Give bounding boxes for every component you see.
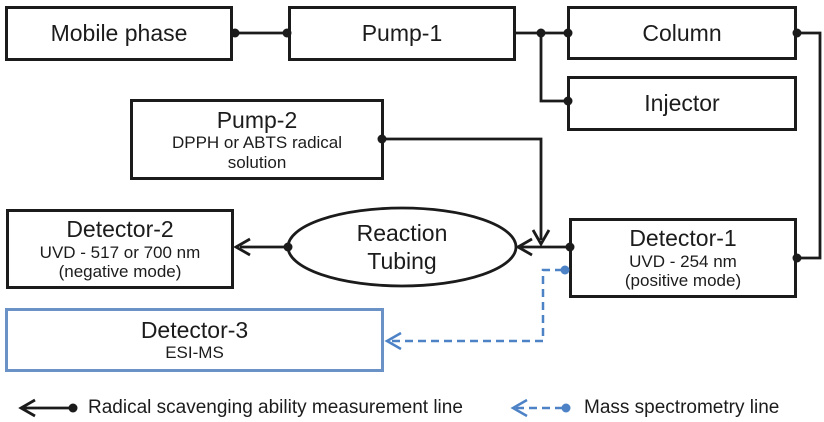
pump-2-title: Pump-2	[216, 106, 298, 133]
dot-ellipse-left	[283, 242, 293, 252]
reaction-tubing-label: Reaction Tubing	[302, 209, 502, 286]
mobile-phase-title: Mobile phase	[50, 20, 188, 47]
arrow-down-into-mixer	[531, 229, 551, 247]
legend-radical-label: Radical scavenging ability measurement l…	[88, 397, 463, 418]
pump-1-box: Pump-1	[288, 6, 516, 61]
arrow-into-detector2	[233, 237, 251, 257]
legend-radical-dot	[68, 403, 78, 413]
detector-2-subtitle-1: UVD - 517 or 700 nm	[39, 242, 201, 262]
injector-box: Injector	[567, 76, 797, 131]
legend-radical-arrowhead	[18, 398, 36, 418]
detector-3-title: Detector-3	[140, 317, 249, 343]
pump-2-subtitle-2: solution	[227, 152, 287, 172]
arrow-into-detector3	[384, 331, 402, 351]
reaction-tubing-line-1: Reaction	[356, 219, 448, 246]
column-title: Column	[642, 19, 722, 46]
detector-2-title: Detector-2	[66, 216, 174, 243]
mass-spec-path-blue	[384, 265, 571, 418]
legend-ms-dot	[561, 403, 571, 413]
legend-ms-arrowhead	[510, 398, 528, 418]
dot-junction	[536, 28, 546, 38]
detector-2-box: Detector-2 UVD - 517 or 700 nm (negative…	[6, 209, 234, 289]
detector-3-box: Detector-3 ESI-MS	[5, 308, 384, 372]
mobile-phase-box: Mobile phase	[5, 6, 233, 61]
detector-3-subtitle-1: ESI-MS	[165, 343, 224, 363]
detector-2-subtitle-2: (negative mode)	[58, 262, 182, 282]
pump-2-box: Pump-2 DPPH or ABTS radical solution	[130, 99, 384, 180]
pump-1-title: Pump-1	[361, 20, 443, 47]
line-column-to-detector1	[796, 31, 822, 260]
pump-2-subtitle-1: DPPH or ABTS radical	[171, 133, 343, 153]
detector-1-box: Detector-1 UVD - 254 nm (positive mode)	[569, 218, 797, 298]
legend-ms-label: Mass spectrometry line	[584, 397, 780, 418]
arrow-into-ellipse	[515, 237, 533, 257]
injector-title: Injector	[644, 90, 720, 117]
reaction-tubing-line-2: Tubing	[367, 247, 437, 274]
detector-1-subtitle-2: (positive mode)	[624, 271, 742, 291]
detector-1-subtitle-1: UVD - 254 nm	[629, 251, 737, 271]
column-box: Column	[567, 6, 797, 60]
detector-1-title: Detector-1	[629, 225, 737, 252]
line-junction-to-injector	[539, 33, 567, 103]
